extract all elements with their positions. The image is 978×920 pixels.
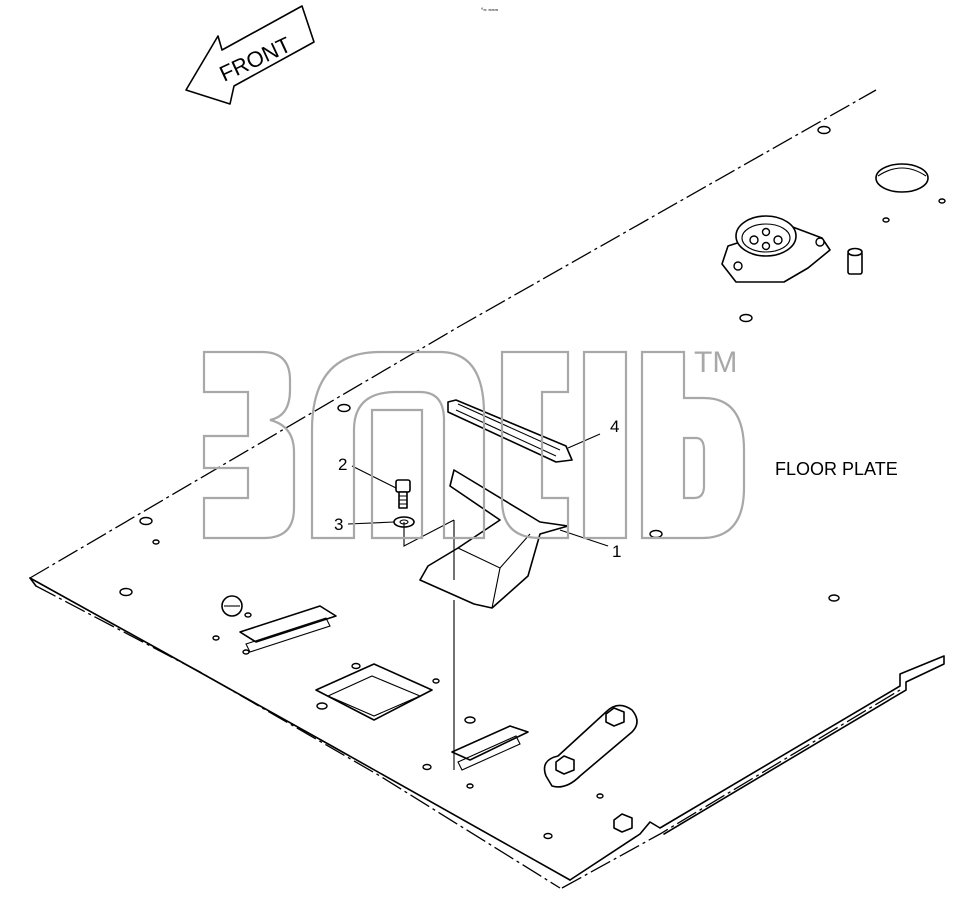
callout-number: 4 [610, 417, 619, 436]
floor-socket-flange [721, 215, 863, 283]
front-direction-arrow: FRONT [185, 5, 315, 105]
pedal-pad [447, 399, 573, 463]
callout-number: 3 [334, 515, 343, 534]
assembly-lines [403, 519, 455, 770]
floor-openings [221, 595, 529, 771]
round-cutout [875, 163, 929, 193]
assembly-label: FLOOR PLATE [775, 459, 898, 479]
watermark-trademark: TM [694, 346, 737, 379]
floor-holes [119, 125, 946, 840]
corner-mark: °≈ ≈≈≈ [481, 8, 499, 14]
bolt [395, 479, 411, 509]
callout-number: 2 [338, 455, 347, 474]
callout-number: 1 [612, 542, 621, 561]
watermark-logo: TM [202, 346, 746, 540]
floor-plate [29, 89, 945, 889]
pedal-bracket [419, 469, 569, 609]
link-plate [543, 704, 638, 833]
